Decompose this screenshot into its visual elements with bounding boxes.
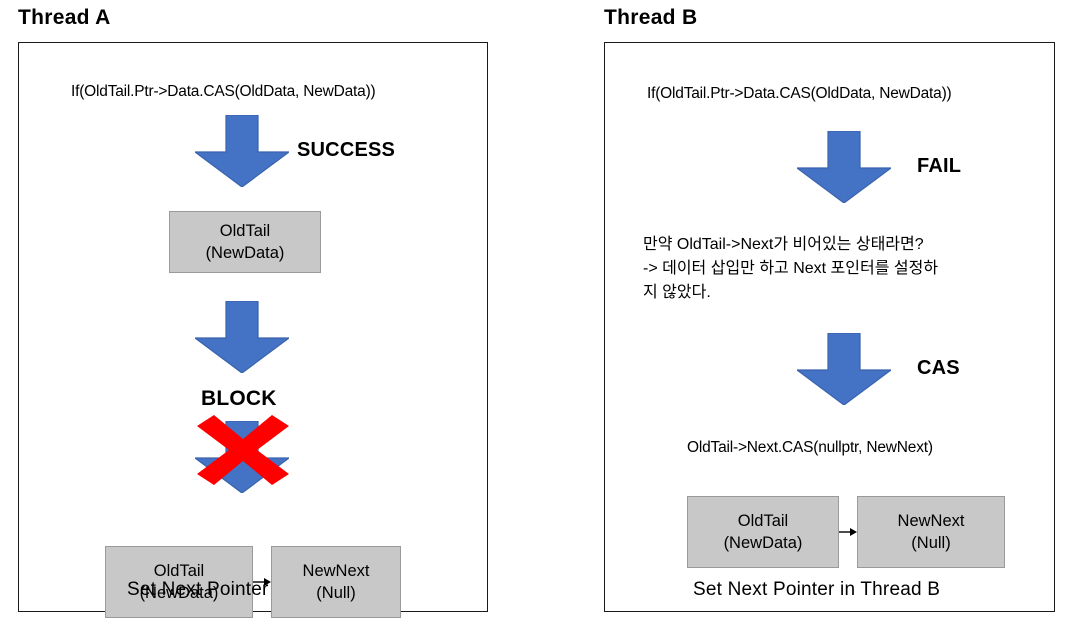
node-line-2: (NewData) [139, 584, 219, 602]
thread-b-caption: Set Next Pointer in Thread B [693, 579, 941, 600]
thread-b-note: 만약 OldTail->Next가 비어있는 상태라면? -> 데이터 삽입만 … [643, 233, 1043, 305]
pointer-arrow-icon [253, 576, 271, 588]
note-line-2: -> 데이터 삽입만 하고 Next 포인터를 설정하 [643, 260, 939, 277]
status-badge-block: BLOCK [201, 387, 277, 410]
down-arrow-icon [195, 115, 289, 187]
down-arrow-icon [797, 333, 891, 405]
node-newnext-right: NewNext (Null) [857, 496, 1005, 568]
thread-a-title: Thread A [18, 6, 111, 29]
node-line-1: OldTail [219, 222, 271, 240]
thread-b-panel: If(OldTail.Ptr->Data.CAS(OldData, NewDat… [604, 42, 1055, 612]
node-line-1: NewNext [897, 512, 965, 530]
thread-b-cas-line: OldTail->Next.CAS(nullptr, NewNext) [687, 439, 933, 456]
thread-a-panel: If(OldTail.Ptr->Data.CAS(OldData, NewDat… [18, 42, 488, 618]
red-x-icon [197, 415, 289, 485]
node-oldtail-left: OldTail (NewData) [687, 496, 839, 568]
thread-a-code-line: If(OldTail.Ptr->Data.CAS(OldData, NewDat… [71, 83, 376, 100]
node-line-2: (Null) [911, 534, 951, 552]
node-oldtail-mid: OldTail (NewData) [169, 211, 321, 273]
pointer-arrow-icon [839, 526, 857, 538]
node-line-1: OldTail [153, 562, 205, 580]
status-badge-fail: FAIL [917, 155, 962, 177]
node-line-2: (NewData) [205, 244, 285, 262]
thread-b-title: Thread B [604, 6, 698, 29]
status-badge-success: SUCCESS [297, 139, 396, 161]
thread-a-caption: Set Next Pointer [127, 579, 269, 600]
node-oldtail-left: OldTail (NewData) [105, 546, 253, 618]
thread-b-code-line: If(OldTail.Ptr->Data.CAS(OldData, NewDat… [647, 85, 952, 102]
note-line-3: 지 않았다. [643, 284, 711, 301]
node-line-2: (Null) [316, 584, 356, 602]
node-line-1: NewNext [302, 562, 370, 580]
down-arrow-icon [797, 131, 891, 203]
node-line-1: OldTail [737, 512, 789, 530]
down-arrow-icon [195, 301, 289, 373]
status-badge-cas: CAS [917, 357, 960, 379]
node-line-2: (NewData) [723, 534, 803, 552]
note-line-1: 만약 OldTail->Next가 비어있는 상태라면? [643, 236, 924, 253]
node-newnext-right: NewNext (Null) [271, 546, 401, 618]
